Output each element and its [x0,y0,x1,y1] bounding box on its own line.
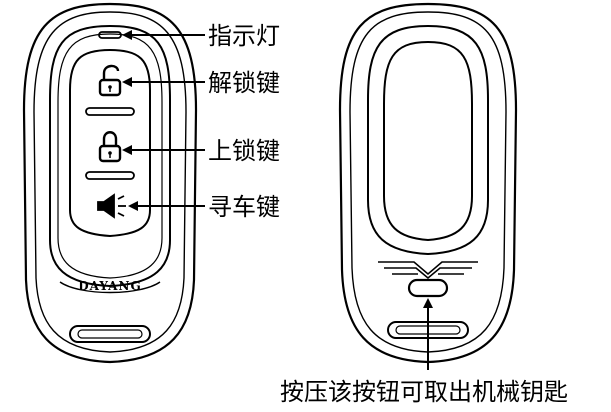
front-keypad-frame [69,48,151,238]
front-fob-outer-shell [22,2,198,364]
unlock-key-label: 解锁键 [208,69,280,97]
indicator-led [98,31,122,39]
front-bottom-slot-inner [77,329,143,339]
front-key-fob [22,2,198,364]
find-car-key-label: 寻车键 [208,193,280,221]
back-window-outer [367,24,489,256]
lock-icon[interactable] [98,131,122,163]
button-separator-2 [85,171,135,180]
unlock-icon[interactable] [98,64,122,97]
brand-logo-text: DAYANG [78,279,141,293]
back-window-inner [383,40,473,242]
button-separator-1 [85,107,135,116]
wing-emblem [378,261,478,280]
front-callout-arrows [122,30,205,211]
release-button-caption: 按压该按钮可取出机械钥匙 [280,378,568,406]
mechanical-key-release-button[interactable] [407,278,449,298]
indicator-label: 指示灯 [208,22,280,50]
lock-key-label: 上锁键 [208,137,280,165]
front-button-panel [49,24,171,288]
find-car-horn-icon[interactable] [97,193,126,219]
front-button-panel-inner [57,33,163,279]
brand-strip [59,281,161,294]
front-bottom-slot [69,325,151,343]
front-fob-inner-shell [33,11,187,353]
